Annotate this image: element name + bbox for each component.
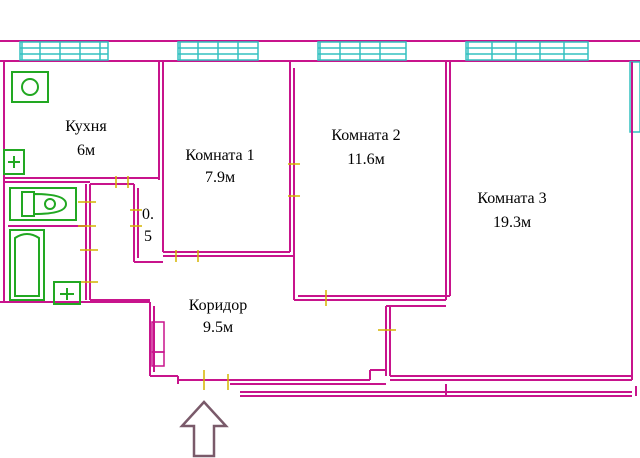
kitchen-area: 6м xyxy=(77,142,95,159)
door-markers xyxy=(78,163,396,390)
corridor-cabinet xyxy=(151,321,165,367)
bathtub-icon xyxy=(9,229,45,301)
room3-area: 19.3м xyxy=(493,214,531,231)
corridor-name: Коридор xyxy=(189,297,248,314)
window-room3 xyxy=(465,41,589,61)
windows xyxy=(19,41,640,133)
window-room2 xyxy=(317,41,407,61)
entrance-arrow-icon xyxy=(179,400,229,458)
corridor-area: 9.5м xyxy=(203,319,233,336)
room3-name: Комната 3 xyxy=(477,190,546,207)
labels: Кухня 6м Комната 1 7.9м Комната 2 11.6м … xyxy=(65,118,546,336)
sink-icon xyxy=(3,149,25,175)
kitchen-name: Кухня xyxy=(65,118,107,135)
toilet-icon xyxy=(9,187,77,221)
room1-area: 7.9м xyxy=(205,169,235,186)
stove-icon xyxy=(11,71,49,103)
window-room1 xyxy=(177,41,259,61)
window-right xyxy=(629,61,640,133)
walls xyxy=(0,62,637,397)
bath-sink-icon xyxy=(53,281,81,305)
room2-area: 11.6м xyxy=(347,151,385,168)
window-kitchen xyxy=(19,41,109,61)
room2-name: Комната 2 xyxy=(331,127,400,144)
exterior-wall-top xyxy=(0,40,640,62)
room1-name: Комната 1 xyxy=(185,147,254,164)
closet-area-line1: 0. xyxy=(142,206,154,223)
closet-area-line2: 5 xyxy=(144,228,152,245)
